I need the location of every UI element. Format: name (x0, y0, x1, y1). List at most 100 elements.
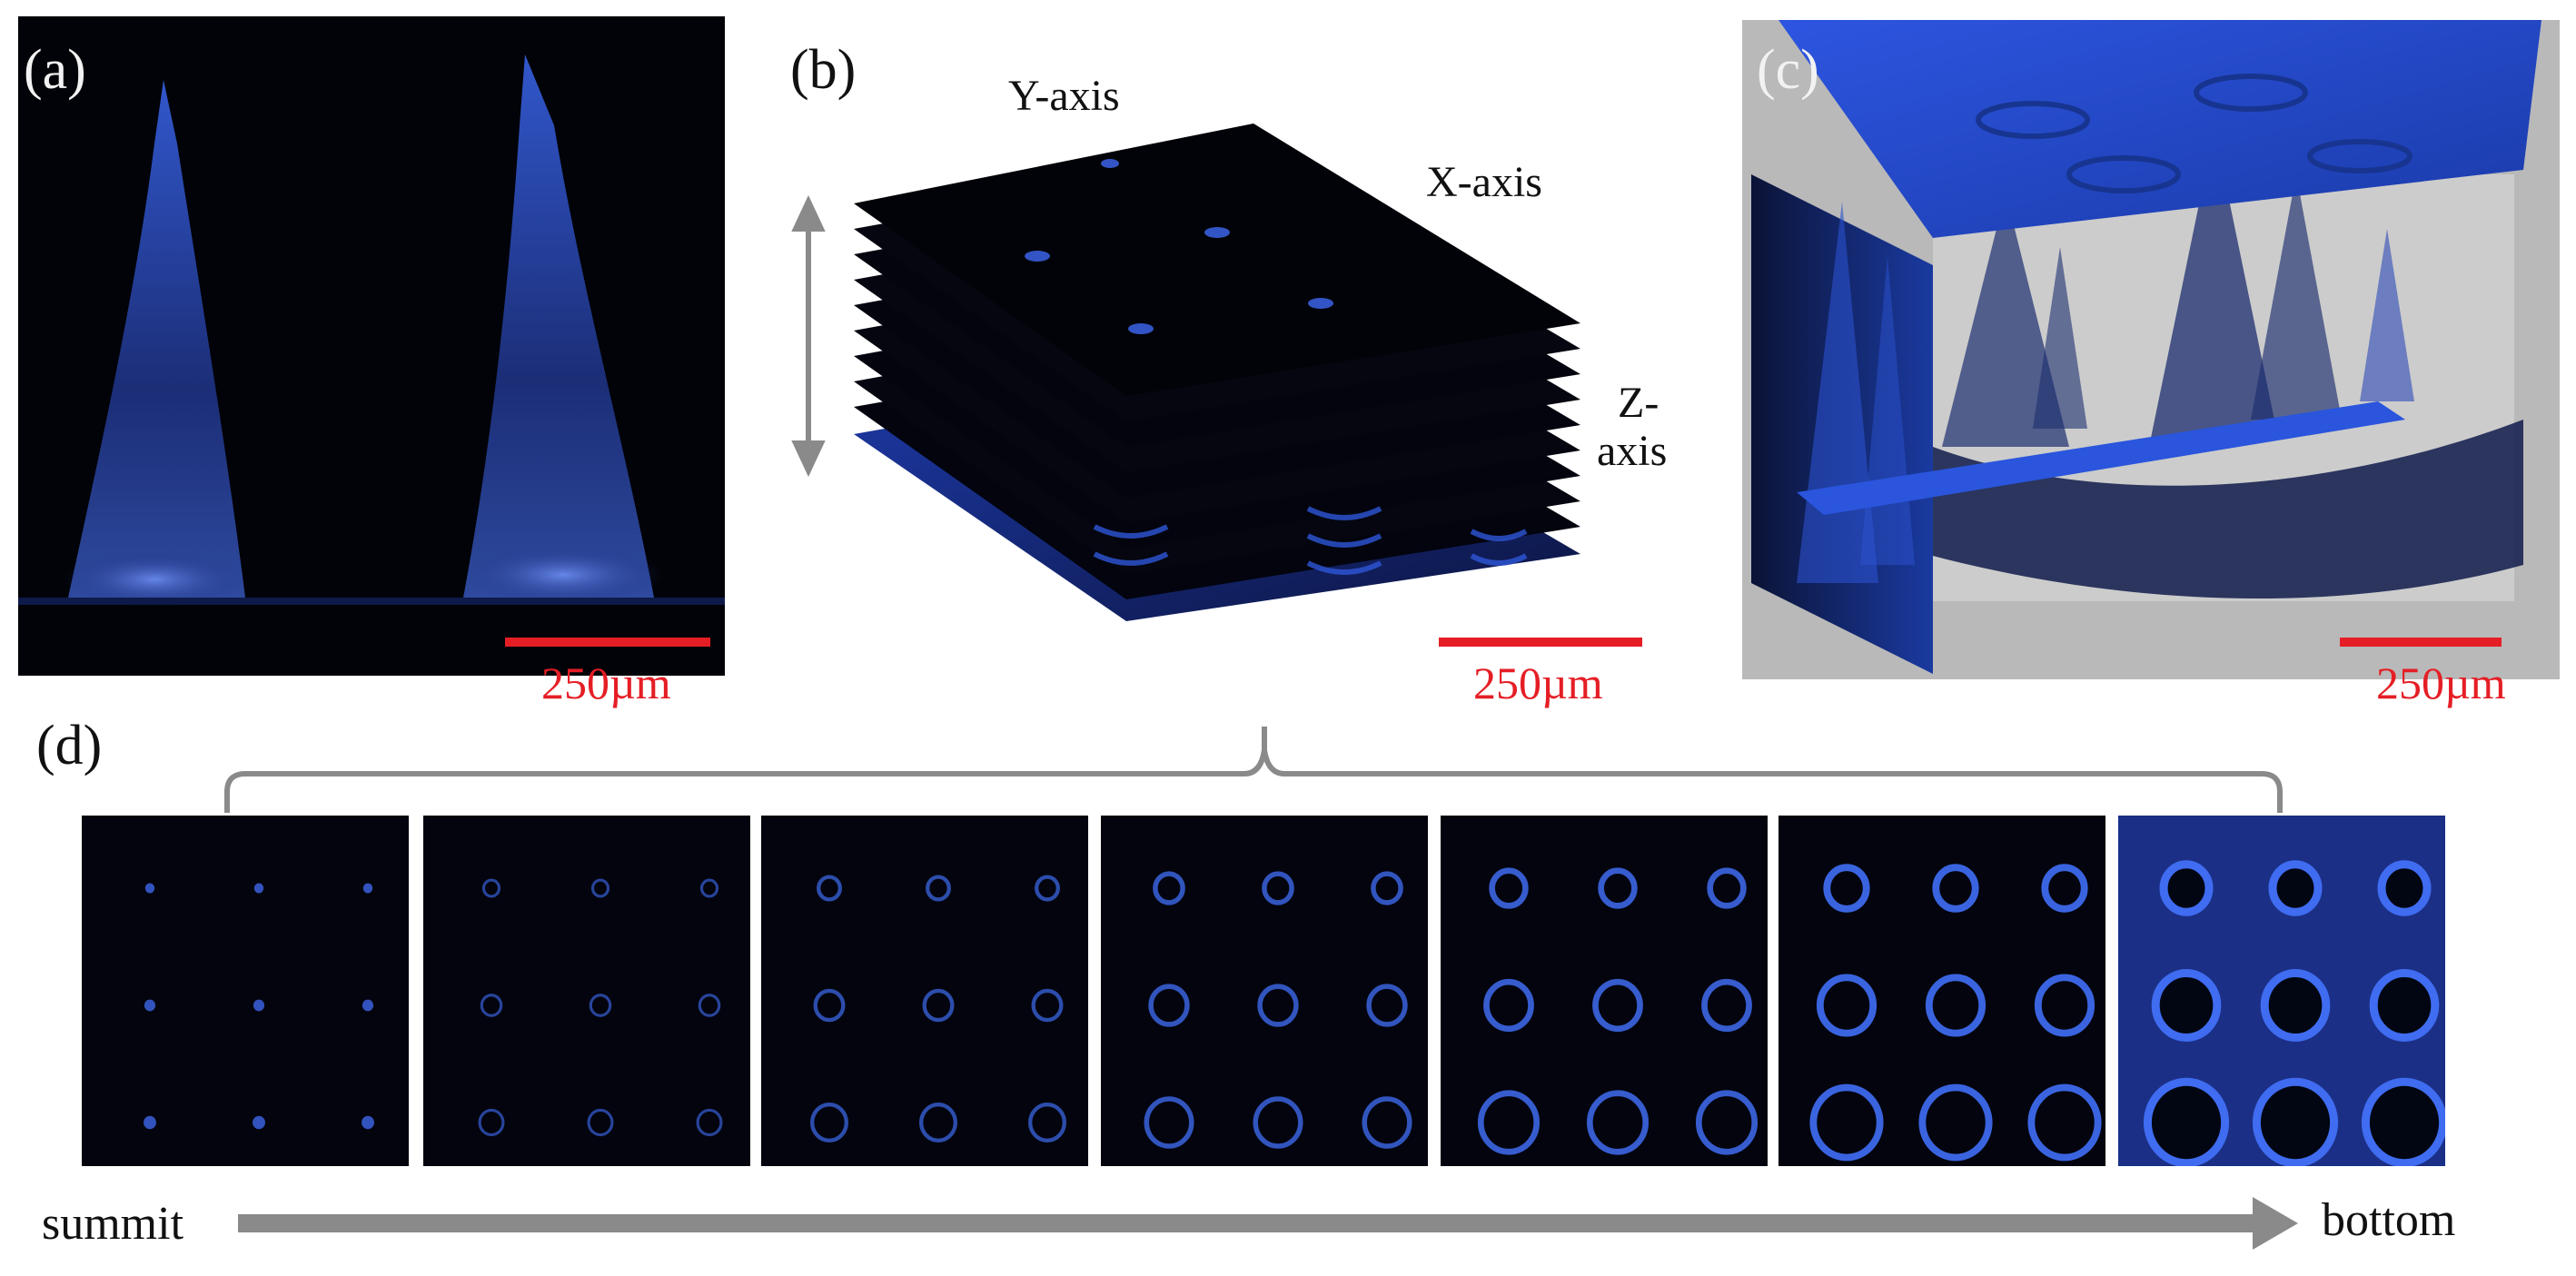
z-direction-arrow (791, 194, 826, 478)
panel-c-scale-bar (2340, 638, 2502, 647)
slice-image-1 (82, 816, 409, 1166)
slice-feature (2377, 860, 2432, 916)
panel-a (18, 16, 725, 676)
slice-features-1 (144, 883, 374, 1130)
slice-image-6 (1778, 816, 2105, 1166)
panel-c (1742, 20, 2560, 679)
slice-feature (1823, 864, 1870, 913)
slice-feature (1371, 871, 1403, 905)
panel-d-label: (d) (36, 715, 103, 776)
panel-b-scale-label: 250µm (1473, 658, 1603, 708)
slice-feature (1592, 978, 1643, 1033)
slice-feature (1483, 978, 1534, 1033)
slice-feature (1925, 974, 1986, 1037)
slice-feature (253, 999, 265, 1012)
x-axis-label: X-axis (1426, 158, 1542, 206)
slice-feature (1257, 984, 1299, 1027)
slice-feature (144, 883, 155, 894)
slice-image-7 (2118, 816, 2445, 1166)
slice-feature (1477, 1090, 1541, 1155)
slice-feature (922, 988, 955, 1023)
slice-feature (590, 878, 610, 898)
slice-feature (144, 1115, 156, 1130)
slice-rings (1093, 506, 1528, 575)
slice-feature (2151, 969, 2222, 1042)
slice-features-6 (1809, 864, 2102, 1162)
slice-feature (1253, 1096, 1303, 1149)
microneedle-image (18, 54, 725, 607)
panel-a-scale-label: 250µm (541, 658, 671, 708)
slice-image-5 (1441, 816, 1768, 1166)
slice-feature (253, 883, 264, 894)
slice-feature (144, 999, 156, 1012)
3d-render-image (1751, 20, 2541, 674)
slice-feature (480, 994, 503, 1017)
slice-feature (1918, 1083, 1993, 1162)
slice-feature (362, 1115, 374, 1130)
slice-feature (1598, 867, 1638, 909)
slice-feature (1695, 1090, 1759, 1155)
slice-feature (1031, 988, 1064, 1023)
slice-feature (1932, 864, 1979, 913)
slice-feature (1144, 1096, 1194, 1149)
slice-feature (698, 994, 721, 1017)
slice-feature (362, 883, 373, 894)
slice-feature (362, 999, 374, 1012)
bottom-label: bottom (2322, 1194, 2456, 1246)
panel-c-scale-label: 250µm (2376, 658, 2506, 708)
slice-feature (481, 878, 501, 898)
slice-feature (2027, 1083, 2102, 1162)
panel-a-label: (a) (24, 39, 86, 101)
slice-feature (1366, 984, 1408, 1027)
slice-image-2 (423, 816, 750, 1166)
slice-feature (1586, 1090, 1650, 1155)
slice-features-7 (2143, 860, 2445, 1166)
slice-feature (1362, 1096, 1412, 1149)
slice-dots (1025, 159, 1333, 334)
slice-feature (809, 1103, 849, 1142)
slice-feature (699, 878, 719, 898)
slice-feature (2361, 1077, 2445, 1166)
slice-feature (2041, 864, 2088, 913)
z-axis-label: Z- axis (1597, 379, 1667, 476)
slice-feature (253, 1115, 265, 1130)
panel-b-scale-bar (1439, 638, 1642, 647)
slice-feature (2268, 860, 2323, 916)
y-axis-label: Y-axis (1008, 72, 1120, 120)
slice-feature (1701, 978, 1752, 1033)
summit-label: summit (42, 1198, 184, 1250)
slice-feature (1262, 871, 1294, 905)
slice-feature (2143, 1077, 2230, 1166)
slice-feature (1489, 867, 1529, 909)
slice-feature (2260, 969, 2331, 1042)
panel-c-label: (c) (1757, 39, 1819, 101)
slice-feature (817, 875, 842, 902)
slice-feature (1148, 984, 1190, 1027)
slice-feature (2252, 1077, 2339, 1166)
slice-image-3 (761, 816, 1088, 1166)
stack-slices (854, 124, 1580, 621)
slice-feature (2159, 860, 2214, 916)
panel-b-label: (b) (790, 39, 857, 101)
slice-feature (1027, 1103, 1067, 1142)
slice-feature (696, 1108, 723, 1137)
slice-features-2 (478, 878, 723, 1137)
slice-feature (478, 1108, 505, 1137)
z-axis-label-line2: axis (1597, 426, 1668, 475)
slice-feature (1153, 871, 1185, 905)
slice-feature (1809, 1083, 1884, 1162)
slice-features-5 (1477, 867, 1759, 1155)
slice-features-3 (809, 875, 1067, 1142)
slice-feature (813, 988, 846, 1023)
slice-image-4 (1101, 816, 1428, 1166)
slice-feature (918, 1103, 958, 1142)
slice-feature (1707, 867, 1747, 909)
slice-feature (587, 1108, 614, 1137)
slice-feature (926, 875, 951, 902)
slice-feature (589, 994, 612, 1017)
slice-feature (2369, 969, 2440, 1042)
slice-features-4 (1144, 871, 1412, 1149)
